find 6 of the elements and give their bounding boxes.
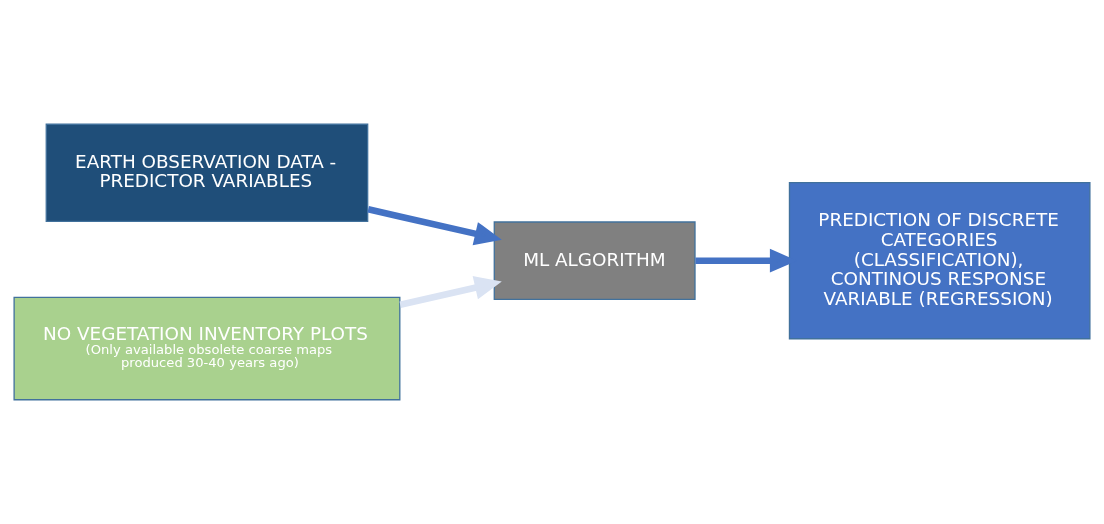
node-box: ML ALGORITHM	[493, 221, 696, 301]
node-box: NO VEGETATION INVENTORY PLOTS (Only available obsolete coarse maps produced 30-40 years ago)	[13, 296, 401, 401]
arrow	[367, 206, 502, 246]
node-box: PREDICTION OF DISCRETE CATEGORIES (CLASSIFICATION), CONTINOUS RESPONSE VARIABLE (REGRESSION)	[788, 181, 1091, 340]
node-box: EARTH OBSERVATION DATA - PREDICTOR VARIABLES	[45, 123, 369, 222]
arrow	[399, 276, 502, 308]
